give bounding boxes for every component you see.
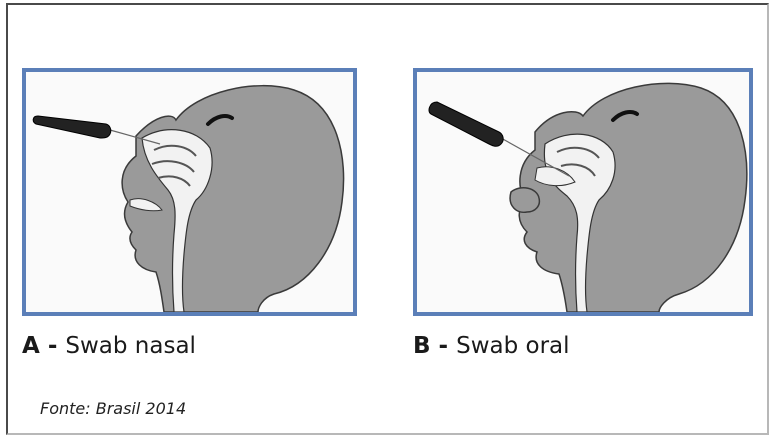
head-silhouette [519,83,747,312]
caption-label: Swab nasal [65,333,196,359]
lower-lip [510,188,539,213]
caption-letter: A [22,333,40,359]
caption-nasal-swab: A - Swab nasal [22,330,196,362]
swab-handle [33,116,111,138]
panel-oral-swab [413,68,753,316]
head-profile-oral-swab-icon [417,72,749,312]
panel-nasal-swab [22,68,357,316]
swab-handle [429,102,503,146]
head-profile-nasal-swab-icon [26,72,353,312]
caption-separator: - [431,333,457,359]
caption-oral-swab: B - Swab oral [413,330,570,362]
caption-label: Swab oral [456,333,569,359]
source-citation: Fonte: Brasil 2014 [40,399,186,418]
caption-separator: - [40,333,66,359]
caption-letter: B [413,333,431,359]
